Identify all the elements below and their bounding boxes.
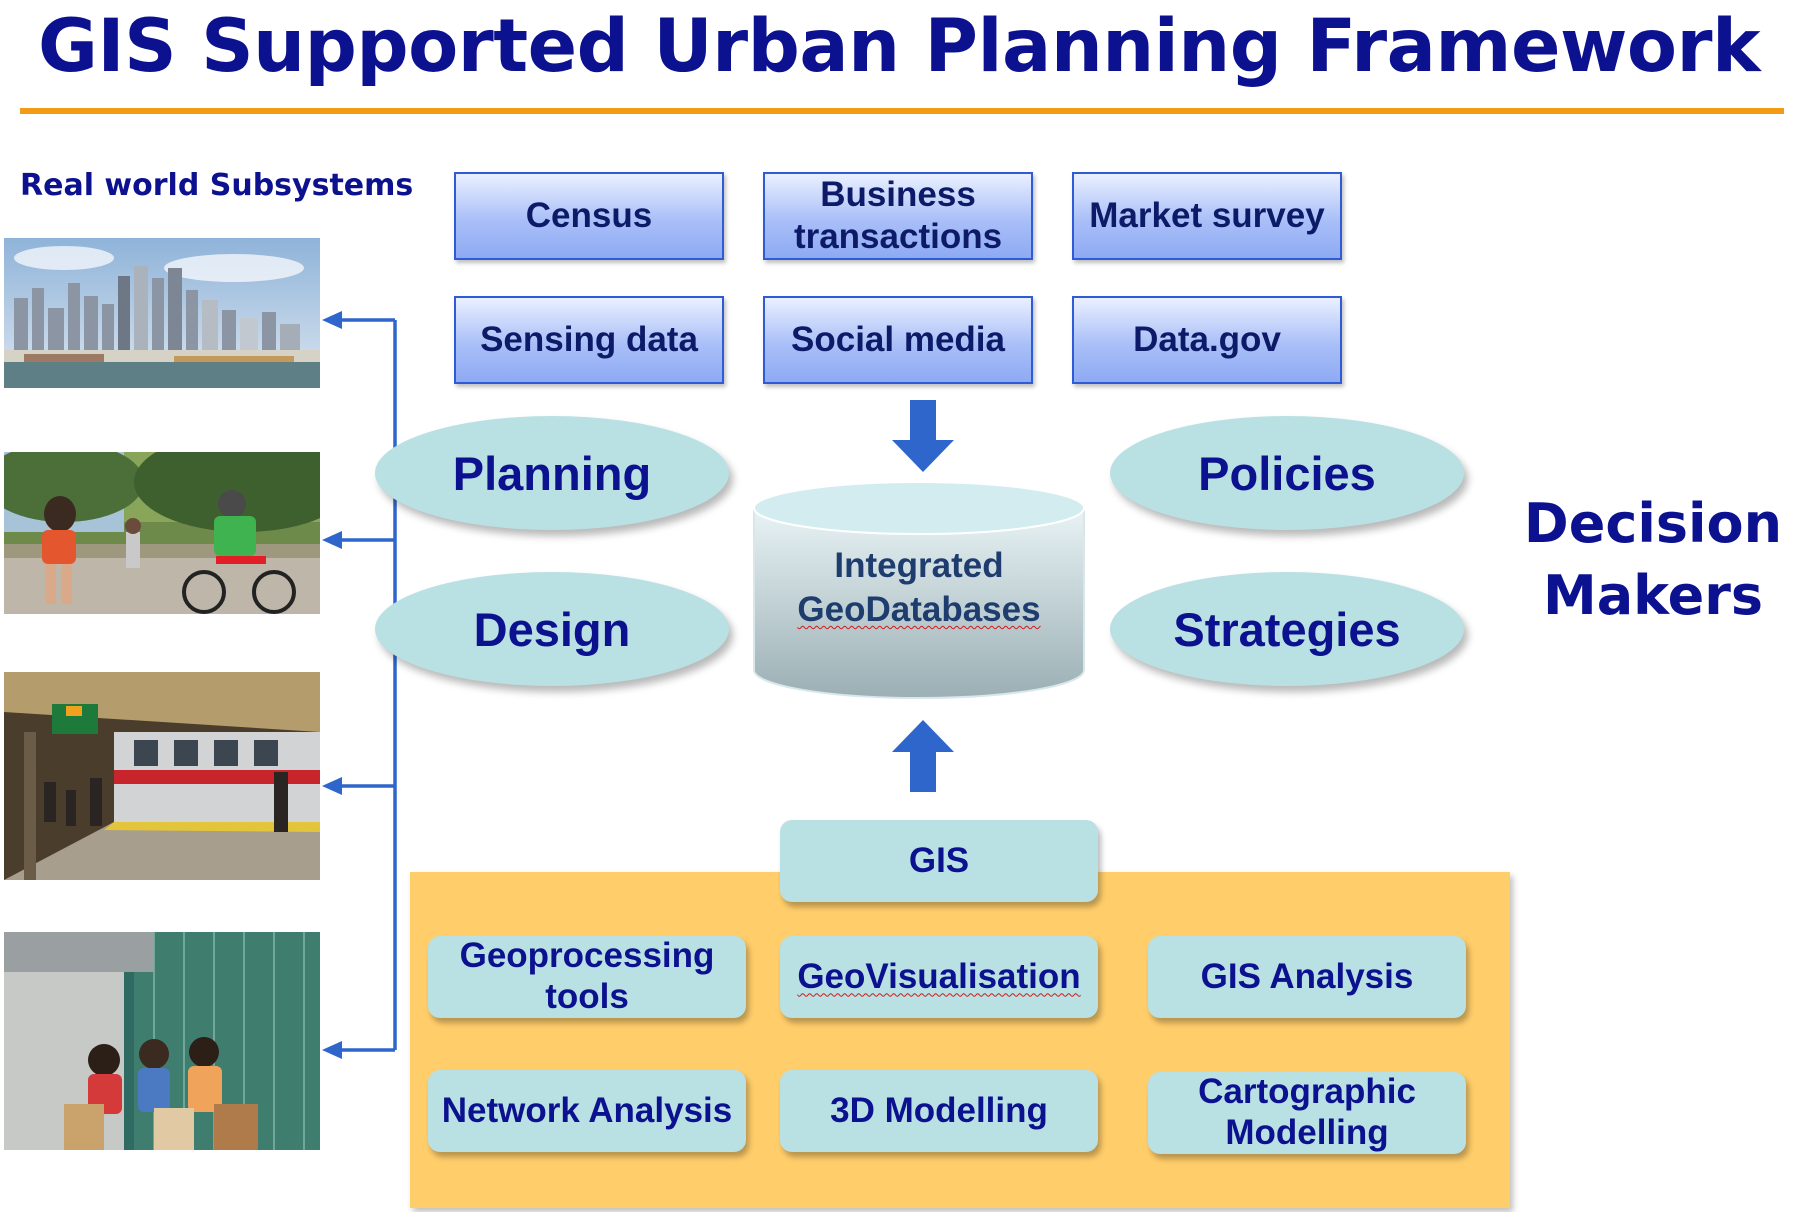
oval-strategies: Strategies [1110,572,1464,686]
decision-makers-line2: Makers [1542,564,1764,628]
oval-design: Design [375,572,729,686]
title-divider [20,108,1784,114]
tool-gis-analysis: GIS Analysis [1148,936,1466,1018]
database-label: Integrated GeoDatabases [752,544,1086,632]
decision-makers-line1: Decision [1523,492,1783,555]
metro-station-photo [4,672,320,880]
arrow-down-icon [892,400,954,472]
park-recreation-photo [4,452,320,614]
database-cylinder-icon [753,481,1085,699]
source-sensing-data: Sensing data [454,296,724,384]
city-skyline-photo [4,238,320,388]
tool-geoprocessing-label: Geoprocessing tools [459,936,715,1016]
page-title: GIS Supported Urban Planning Framework [38,4,1761,89]
source-data-gov: Data.gov [1072,296,1342,384]
gis-tools-panel [410,872,1510,1208]
source-market-survey: Market survey [1072,172,1342,260]
tool-network-analysis: Network Analysis [428,1070,746,1152]
subsystems-connector [322,311,397,1059]
source-census: Census [454,172,724,260]
source-social-media: Social media [763,296,1033,384]
gis-label: GIS [780,820,1098,902]
tool-3d-modelling: 3D Modelling [780,1070,1098,1152]
arrow-up-icon [892,720,954,792]
decision-makers-label: Decision Makers [1518,488,1788,633]
source-business-transactions: Business transactions [763,172,1033,260]
tool-cartographic-modelling: Cartographic Modelling [1148,1072,1466,1154]
database-label-line1: Integrated [834,546,1004,585]
shopping-district-photo [4,932,320,1150]
tool-geovisualisation-label: GeoVisualisation [797,956,1081,996]
subsystems-heading: Real world Subsystems [20,168,414,203]
database-label-line2: GeoDatabases [797,589,1041,629]
oval-policies: Policies [1110,416,1464,530]
tool-geovisualisation: GeoVisualisation [780,936,1098,1018]
tool-geoprocessing: Geoprocessing tools [428,936,746,1018]
oval-planning: Planning [375,416,729,530]
